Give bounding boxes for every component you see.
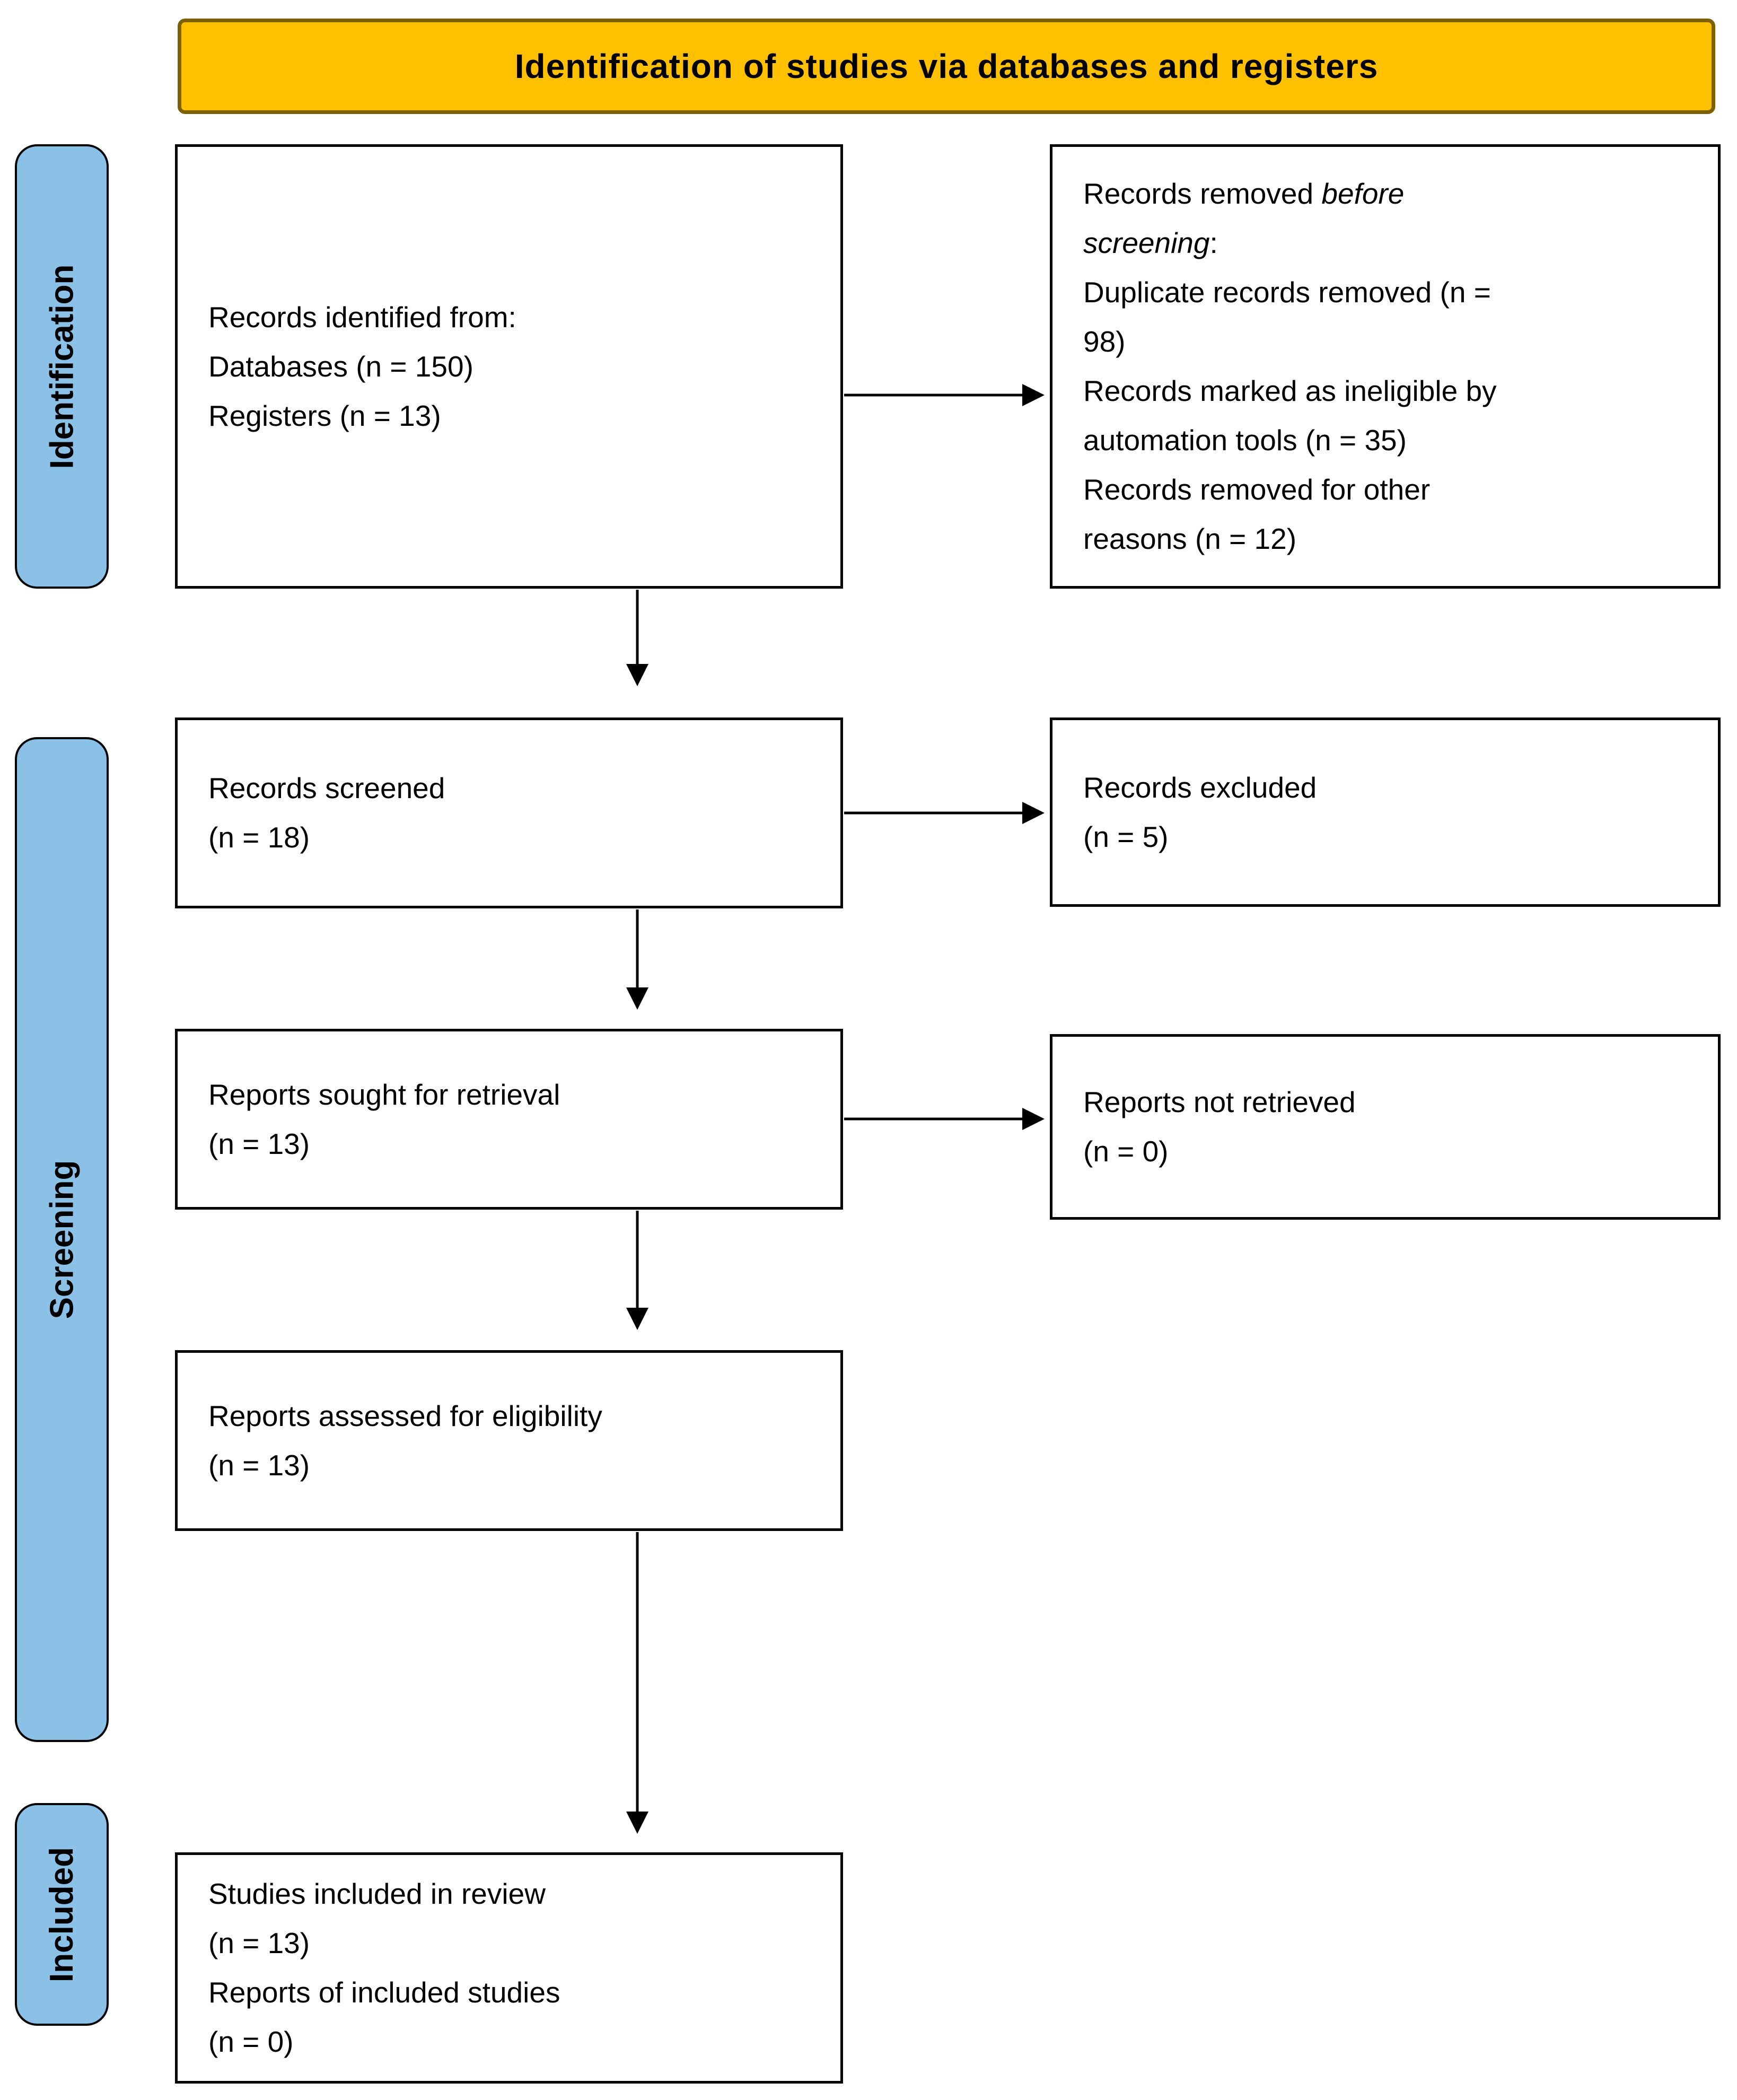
stage-label-screening: Screening bbox=[43, 1160, 80, 1319]
banner-title: Identification of studies via databases … bbox=[514, 47, 1379, 85]
box-text-line: (n = 18) bbox=[208, 821, 310, 854]
box-text-line: (n = 0) bbox=[208, 2025, 294, 2058]
box-text-line: Reports assessed for eligibility bbox=[208, 1399, 602, 1432]
banner: Identification of studies via databases … bbox=[178, 19, 1715, 114]
box-text-line: screening: bbox=[1083, 226, 1218, 259]
stage-label-included: Included bbox=[43, 1847, 80, 1982]
box-text-line: Reports not retrieved bbox=[1083, 1086, 1356, 1118]
box-text-line: Records removed for other bbox=[1083, 473, 1431, 506]
box-text-line: automation tools (n = 35) bbox=[1083, 424, 1407, 457]
box-text-line: Records excluded bbox=[1083, 771, 1317, 804]
arrow-screened-to-excluded bbox=[844, 802, 1045, 824]
box-records-screened: Records screened (n = 18) bbox=[175, 718, 843, 908]
box-records-excluded: Records excluded (n = 5) bbox=[1050, 718, 1721, 907]
stage-bar-identification: Identification bbox=[15, 144, 109, 589]
arrow-identified-to-removed bbox=[844, 384, 1045, 406]
box-text-line: Databases (n = 150) bbox=[208, 349, 473, 383]
box-text-line: 98) bbox=[1083, 325, 1126, 358]
box-text-line: Records marked as ineligible by bbox=[1083, 374, 1497, 407]
box-text-line: (n = 0) bbox=[1083, 1135, 1169, 1168]
box-text-line: Registers (n = 13) bbox=[208, 399, 441, 432]
arrow-screened-to-sought bbox=[626, 909, 648, 1010]
box-text-line: Studies included in review bbox=[208, 1877, 546, 1910]
box-records-removed-before-screening: Records removed before screening: Duplicat… bbox=[1050, 144, 1721, 589]
box-text-line: Records screened bbox=[208, 772, 445, 804]
arrow-sought-to-not-retrieved bbox=[844, 1108, 1045, 1130]
box-text-line: (n = 13) bbox=[208, 1448, 310, 1482]
box-text-line: (n = 13) bbox=[208, 1927, 310, 1959]
box-text-line: (n = 5) bbox=[1083, 820, 1169, 853]
box-text-line: reasons (n = 12) bbox=[1083, 522, 1297, 555]
box-text-line: Records identified from: bbox=[208, 300, 516, 334]
box-reports-assessed-for-eligibility: Reports assessed for eligibility (n = 13) bbox=[175, 1350, 843, 1531]
box-text-line: Reports sought for retrieval bbox=[208, 1078, 560, 1111]
box-text-line: Reports of included studies bbox=[208, 1976, 560, 2009]
arrow-sought-to-assessed bbox=[626, 1211, 648, 1330]
box-reports-not-retrieved: Reports not retrieved (n = 0) bbox=[1050, 1034, 1721, 1220]
box-studies-included-in-review: Studies included in review (n = 13) Report… bbox=[175, 1852, 843, 2084]
stage-bar-screening: Screening bbox=[15, 737, 109, 1742]
stage-bar-included: Included bbox=[15, 1803, 109, 2026]
box-text-line: Duplicate records removed (n = bbox=[1083, 276, 1491, 309]
box-text-line: (n = 13) bbox=[208, 1127, 310, 1160]
box-text-line: Records removed before bbox=[1083, 177, 1405, 210]
arrow-assessed-to-included bbox=[626, 1532, 648, 1834]
arrow-identified-to-screened bbox=[626, 590, 648, 686]
box-reports-sought-for-retrieval: Reports sought for retrieval (n = 13) bbox=[175, 1029, 843, 1210]
box-records-identified: Records identified from: Databases (n = 1… bbox=[175, 144, 843, 589]
stage-label-identification: Identification bbox=[43, 264, 80, 469]
